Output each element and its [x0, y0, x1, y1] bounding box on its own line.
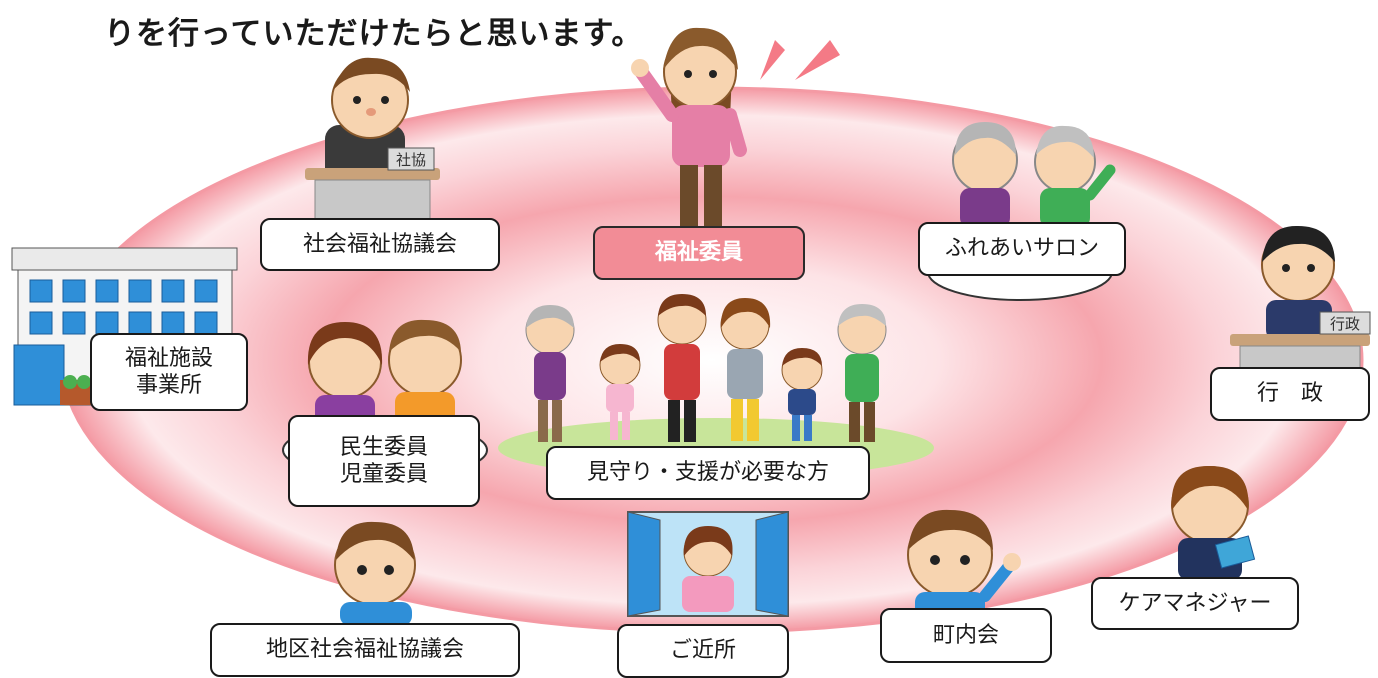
shakyo-staff-icon: 社協: [305, 57, 440, 231]
kinjo-label: ご近所: [617, 624, 789, 678]
chonaikai-label: 町内会: [880, 608, 1052, 663]
care-manager-icon: [1171, 465, 1256, 580]
facility-label: 福祉施設 事業所: [90, 333, 248, 411]
gyosei-label: 行 政: [1210, 367, 1370, 421]
center-welfare-volunteer-label: 福祉委員: [593, 226, 805, 280]
shakyo-sign: 社協: [396, 151, 426, 169]
shakyo-label: 社会福祉協議会: [260, 218, 500, 271]
minsei-label: 民生委員 児童委員: [288, 415, 480, 507]
family-group-icon: [525, 294, 887, 442]
district-council-man-icon: [334, 521, 416, 626]
welfare-volunteer-icon: [631, 27, 840, 230]
heading-text: りを行っていただけたらと思います。: [104, 16, 644, 52]
neighbor-window-icon: [627, 511, 789, 617]
caremanager-label: ケアマネジャー: [1091, 577, 1299, 630]
mimamori-label: 見守り・支援が必要な方: [546, 446, 870, 500]
gyosei-sign: 行政: [1330, 315, 1360, 333]
government-staff-icon: 行政: [1230, 225, 1371, 371]
salon-label: ふれあいサロン: [918, 222, 1126, 276]
chiku-label: 地区社会福祉協議会: [210, 623, 520, 677]
